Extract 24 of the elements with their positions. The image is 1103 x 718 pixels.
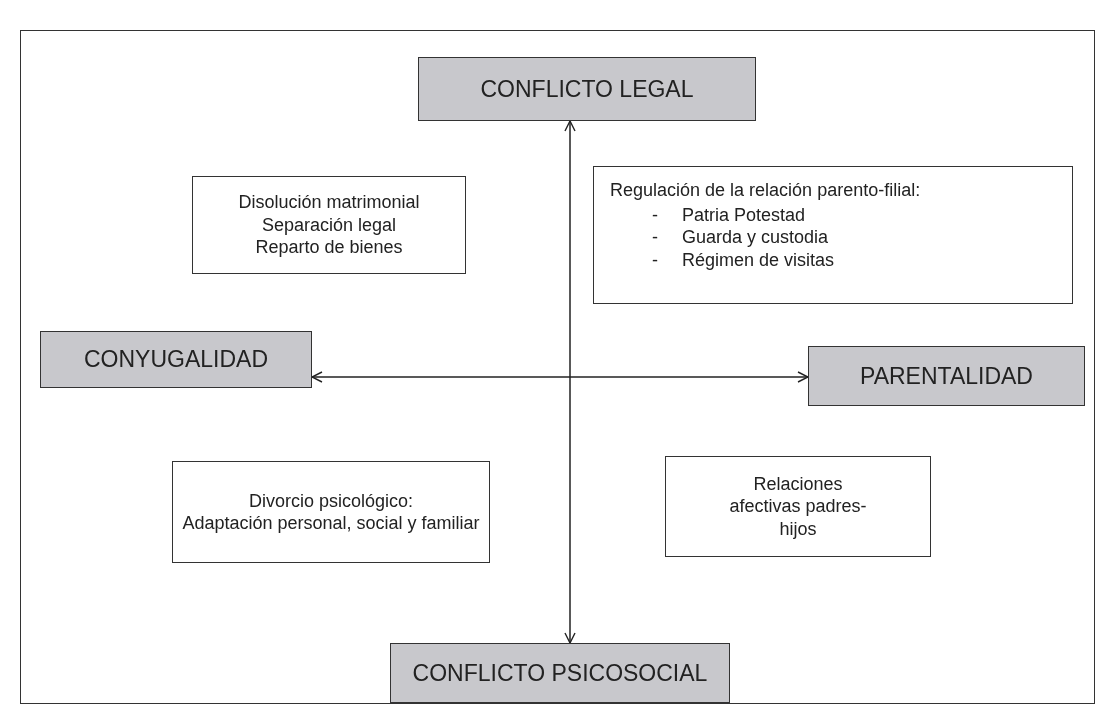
text-box xyxy=(172,461,490,563)
box-text: PARENTALIDAD xyxy=(860,362,1033,390)
axis-label-box xyxy=(40,331,312,388)
box-text: Reparto de bienes xyxy=(255,236,403,259)
text-box xyxy=(192,176,466,274)
list-item: - Guarda y custodia xyxy=(652,226,830,249)
box-text: Relaciones afectivas padres-hijos xyxy=(728,472,868,541)
list-item: - Régimen de visitas xyxy=(652,248,835,271)
box-text: CONFLICTO PSICOSOCIAL xyxy=(412,659,708,687)
double-arrow xyxy=(311,371,809,383)
axis-label-box xyxy=(808,346,1085,406)
list-item: - Patria Potestad xyxy=(652,203,807,226)
axis-label-box xyxy=(390,643,730,703)
axis-label-box xyxy=(418,57,756,121)
heading-text: Regulación de la relación parento-filial: xyxy=(610,179,921,202)
text-box xyxy=(593,166,1073,304)
double-arrow xyxy=(564,120,576,644)
box-text: Separación legal xyxy=(261,213,397,237)
box-text: Divorcio psicológico: xyxy=(248,489,414,512)
box-text: CONYUGALIDAD xyxy=(83,346,268,373)
text-box xyxy=(665,456,931,557)
box-text: Disolución matrimonial xyxy=(238,191,420,214)
box-text: CONFLICTO LEGAL xyxy=(480,75,694,103)
box-text: Adaptación personal, social y familiar xyxy=(182,512,480,535)
